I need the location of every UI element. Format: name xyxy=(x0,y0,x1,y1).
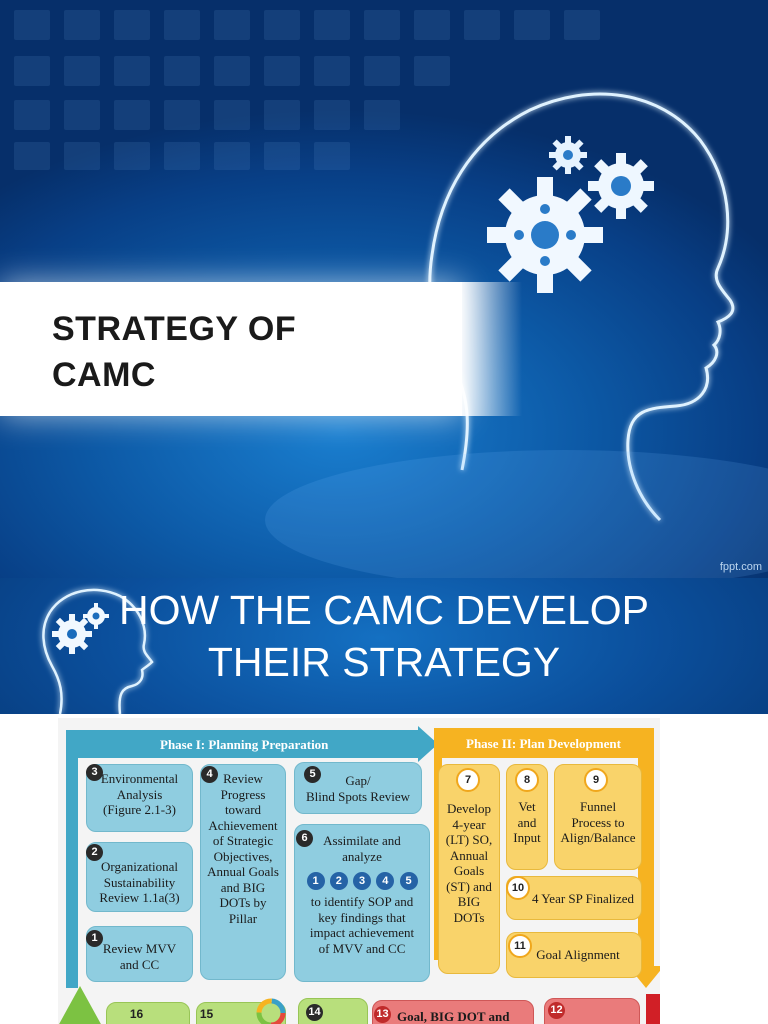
step-number: 5 xyxy=(304,766,321,783)
slide-title-line1: STRATEGY OF xyxy=(52,310,297,348)
input-circles: 1 2 3 4 5 xyxy=(295,872,429,890)
step-7-develop-goals: Develop 4-year (LT) SO, Annual Goals (ST… xyxy=(438,764,500,974)
input-circle: 2 xyxy=(329,872,348,890)
section-title: HOW THE CAMC DEVELOP THEIR STRATEGY xyxy=(0,584,768,688)
phase2-header: Phase II: Plan Development xyxy=(466,736,621,751)
up-arrow-icon xyxy=(59,986,101,1024)
step-number: 11 xyxy=(508,934,532,958)
step-3-environmental-analysis: Environmental Analysis (Figure 2.1-3) xyxy=(86,764,193,832)
gear-icon xyxy=(487,177,603,293)
step-number: 9 xyxy=(584,768,608,792)
step-2-organizational-review: Organizational Sustainability Review 1.1… xyxy=(86,842,193,912)
step-number: 8 xyxy=(515,768,539,792)
step-number: 1 xyxy=(86,930,103,947)
input-circle: 3 xyxy=(353,872,371,890)
step-number: 14 xyxy=(306,1004,323,1021)
slide-title: STRATEGY OF CAMC xyxy=(52,306,432,398)
step-10-sp-finalized: 4 Year SP Finalized xyxy=(506,876,642,920)
step-number: 6 xyxy=(296,830,313,847)
step-number: 13 xyxy=(374,1006,391,1023)
input-circle: 1 xyxy=(306,872,325,890)
step-number: 16 xyxy=(129,1007,144,1021)
section-title-line1: HOW THE CAMC DEVELOP xyxy=(118,587,650,633)
strategy-process-diagram: Phase I: Planning Preparation Phase II: … xyxy=(58,718,660,1024)
slide-title-line2: CAMC xyxy=(52,356,156,394)
step-number: 4 xyxy=(201,766,218,783)
gear-icon xyxy=(588,153,654,219)
watermark: fppt.com xyxy=(719,561,762,573)
title-slide: STRATEGY OF CAMC fppt.com xyxy=(0,0,768,578)
step-number: 7 xyxy=(456,768,480,792)
step-13-goal-big-dot: Goal, BIG DOT and xyxy=(372,1000,534,1024)
step-4-review-progress: Review Progress toward Achievement of St… xyxy=(200,764,286,980)
heading-slide: HOW THE CAMC DEVELOP THEIR STRATEGY xyxy=(0,578,768,714)
phase1-arrow xyxy=(66,726,438,988)
gear-icon xyxy=(549,136,587,174)
step-number: 10 xyxy=(506,876,530,900)
step-number: 12 xyxy=(548,1002,565,1019)
step-number: 15 xyxy=(199,1007,214,1021)
phase1-header: Phase I: Planning Preparation xyxy=(160,737,329,752)
step-16 xyxy=(106,1002,190,1024)
input-circle: 5 xyxy=(399,872,418,890)
step-1-review-mvv: Review MVV and CC xyxy=(86,926,193,982)
section-title-line2: THEIR STRATEGY xyxy=(207,639,561,685)
title-band xyxy=(0,282,522,416)
step-8-vet-input: Vet and Input xyxy=(506,764,548,870)
red-marker xyxy=(646,994,660,1024)
step-number: 2 xyxy=(86,844,103,861)
step-6-assimilate-analyze: Assimilate and analyze 1 2 3 4 5 to iden… xyxy=(294,824,430,982)
head-silhouette-icon xyxy=(265,92,768,578)
cycle-icon xyxy=(256,998,286,1024)
step-number: 3 xyxy=(86,764,103,781)
input-circle: 4 xyxy=(376,872,395,890)
head-silhouette-icon xyxy=(42,588,154,714)
